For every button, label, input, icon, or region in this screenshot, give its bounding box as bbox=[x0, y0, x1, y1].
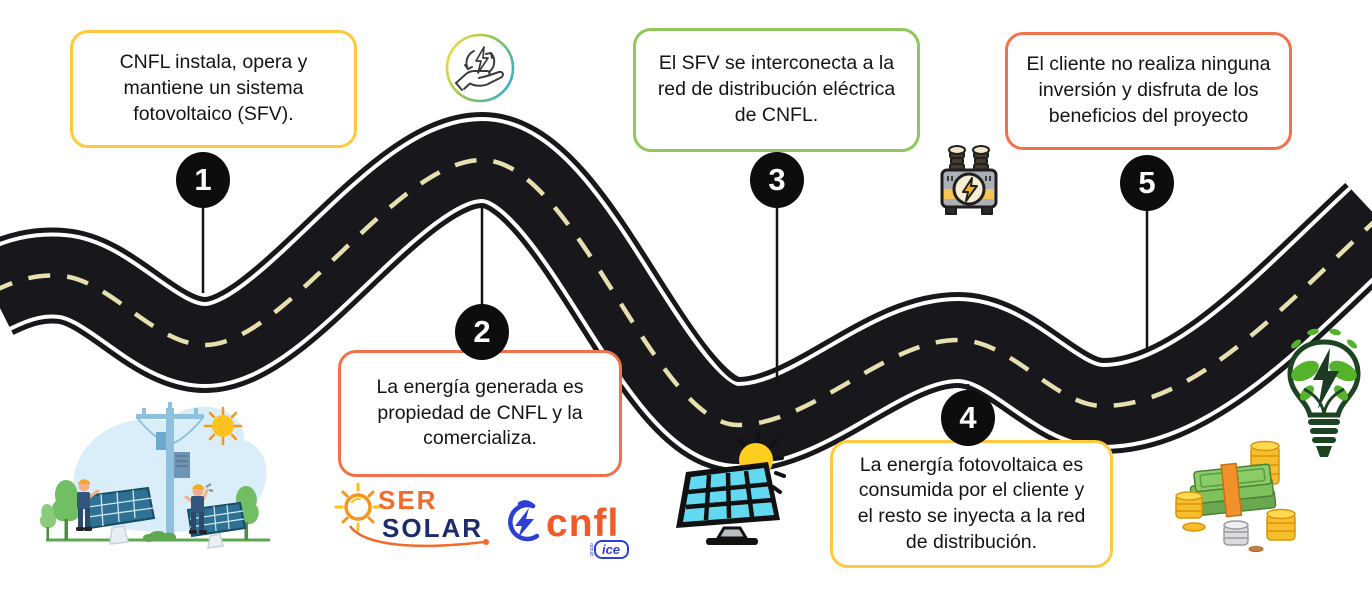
ice-wordmark: ice bbox=[602, 542, 620, 557]
step-4-marker: 4 bbox=[941, 390, 995, 446]
step-4-callout: La energía fotovoltaica es consumida por… bbox=[830, 440, 1113, 568]
renewable-energy-icon bbox=[445, 33, 515, 103]
transformer-icon bbox=[940, 145, 998, 215]
step-4-number: 4 bbox=[959, 400, 977, 435]
step-3-callout: El SFV se interconecta a la red de distr… bbox=[633, 28, 920, 152]
sun bbox=[203, 406, 243, 446]
worker-left bbox=[76, 479, 100, 531]
bush bbox=[143, 531, 176, 542]
step-2-number: 2 bbox=[473, 314, 491, 349]
step-5-marker: 5 bbox=[1120, 155, 1174, 211]
step-1-text: CNFL instala, opera y mantiene un sistem… bbox=[119, 51, 308, 125]
utility-pole bbox=[136, 402, 204, 540]
step-5-callout: El cliente no realiza ninguna inversión … bbox=[1005, 32, 1292, 150]
step-3-text: El SFV se interconecta a la red de distr… bbox=[657, 52, 896, 126]
step-1-marker: 1 bbox=[176, 152, 230, 208]
money-icon bbox=[1175, 440, 1296, 552]
step-3-marker: 3 bbox=[750, 152, 804, 208]
solar-wordmark: SOLAR bbox=[382, 513, 483, 543]
step-2-text: La energía generada es propiedad de CNFL… bbox=[376, 375, 584, 450]
ser-solar-sun-icon bbox=[334, 482, 382, 532]
step-4-text: La energía fotovoltaica es consumida por… bbox=[857, 453, 1086, 553]
road-center-dashes bbox=[0, 157, 1372, 428]
step-2-marker: 2 bbox=[455, 304, 509, 360]
step-1-number: 1 bbox=[194, 162, 212, 197]
solar-panel-left bbox=[84, 486, 156, 545]
cnfl-wordmark: cnfl bbox=[546, 502, 619, 545]
step-2-callout: La energía generada es propiedad de CNFL… bbox=[338, 350, 622, 477]
step-5-text: El cliente no realiza ninguna inversión … bbox=[1026, 53, 1271, 127]
grupo-ice-badge: grupo ice bbox=[589, 540, 629, 559]
cnfl-logo: cnfl grupo ice bbox=[508, 500, 629, 559]
solar-panel-icon bbox=[676, 432, 786, 545]
ser-solar-logo: SER SOLAR bbox=[334, 482, 489, 548]
logo-swoosh bbox=[348, 525, 485, 548]
step-3-number: 3 bbox=[768, 162, 786, 197]
grupo-label: grupo bbox=[589, 543, 595, 556]
ser-wordmark: SER bbox=[378, 485, 437, 515]
eco-bulb-icon bbox=[1287, 328, 1361, 457]
step-1-callout: CNFL instala, opera y mantiene un sistem… bbox=[70, 30, 357, 148]
step-5-number: 5 bbox=[1138, 165, 1156, 200]
worker-right bbox=[184, 483, 214, 534]
connector-lines bbox=[201, 200, 1149, 400]
workers-illustration bbox=[39, 402, 270, 549]
cnfl-emblem-icon bbox=[508, 500, 540, 542]
